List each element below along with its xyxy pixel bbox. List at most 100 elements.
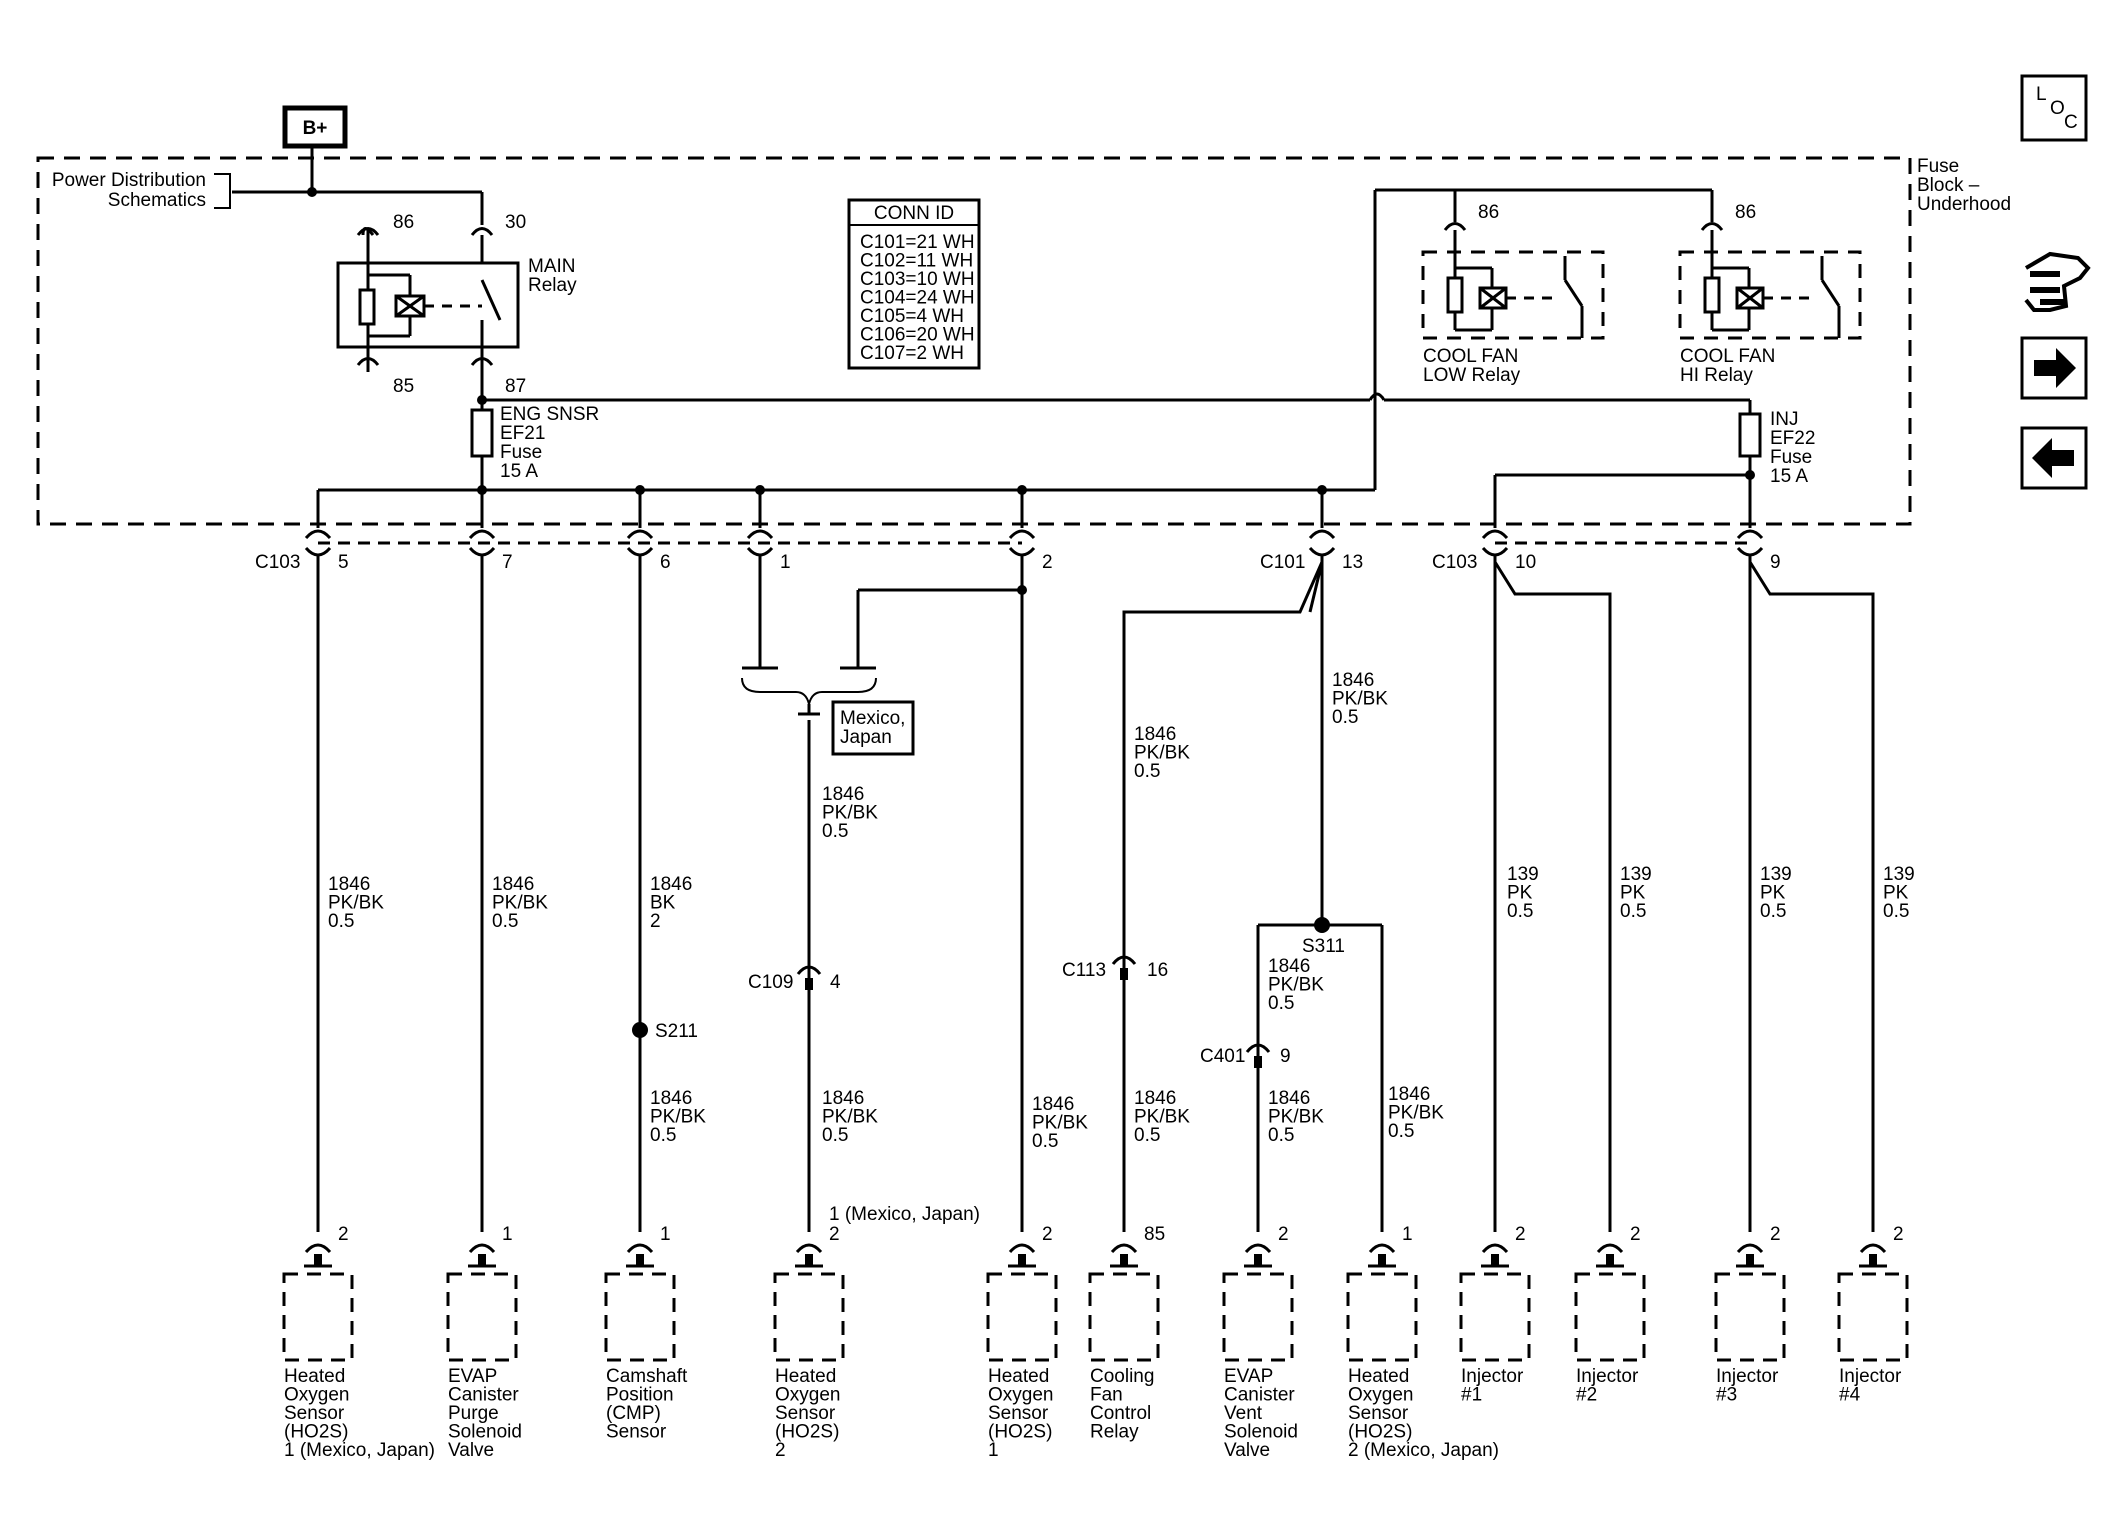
wire-label-line: 0.5 <box>328 911 354 932</box>
pds-label: Power Distribution <box>52 170 206 191</box>
wire-label-line: 0.5 <box>492 911 518 932</box>
main-relay: 86 30 85 87 MAIN Relay <box>336 192 577 400</box>
wire-label-line: PK/BK <box>1134 1107 1190 1128</box>
splice-s211 <box>632 1022 648 1038</box>
c103-left-label: C103 <box>255 552 300 573</box>
connector-pin: 1 <box>780 552 791 573</box>
component-label: (HO2S) <box>988 1422 1052 1443</box>
fuse-block-label: Fuse <box>1917 156 1959 177</box>
cool-fan-hi-name-2: HI Relay <box>1680 365 1753 386</box>
next-arrow-button[interactable] <box>2020 336 2088 400</box>
pds-label-2: Schematics <box>108 190 206 211</box>
component-body <box>282 1272 354 1362</box>
connector-view-icon[interactable] <box>2024 251 2091 312</box>
connector-terminal: 13 <box>1308 529 1363 573</box>
connector-terminal: 1 <box>746 529 791 573</box>
component-label: Purge <box>448 1403 499 1424</box>
wire-label-line: PK/BK <box>650 1107 706 1128</box>
component-label: 1 (Mexico, Japan) <box>284 1440 435 1461</box>
wire-label-line: PK/BK <box>1134 743 1190 764</box>
s211-label: S211 <box>655 1021 698 1042</box>
connector-pin: 5 <box>338 552 349 573</box>
wire-label-line: PK/BK <box>1388 1103 1444 1124</box>
c101-label: C101 <box>1260 552 1305 573</box>
component-body <box>1714 1272 1786 1362</box>
conn-id-row: C106=20 WH <box>860 325 975 346</box>
wire-label-line: PK <box>1620 883 1646 904</box>
component-label: #2 <box>1576 1385 1597 1406</box>
component-pin-alt: 1 (Mexico, Japan) <box>829 1204 980 1225</box>
c401-label: C401 <box>1200 1046 1245 1067</box>
component-label: Relay <box>1090 1422 1139 1443</box>
component-label: Valve <box>1224 1440 1270 1461</box>
wire-label-line: 0.5 <box>1507 901 1533 922</box>
wire-label-line: 1846 <box>650 874 692 895</box>
prev-arrow-button[interactable] <box>2020 426 2088 490</box>
wires <box>316 556 1875 1232</box>
component-body <box>986 1272 1058 1362</box>
wire-label-line: 1846 <box>492 874 534 895</box>
wire-label-line: 1846 <box>650 1088 692 1109</box>
component-pin: 2 <box>1770 1224 1781 1245</box>
fuse-block-label-2: Block – <box>1917 175 1980 196</box>
component-pin: 2 <box>829 1224 840 1245</box>
component-label: Cooling <box>1090 1366 1154 1387</box>
wire-label-line: 0.5 <box>1268 993 1294 1014</box>
connector-terminal: 9 <box>1736 529 1781 573</box>
loc-button[interactable]: L O C <box>2020 74 2088 142</box>
inline-connector <box>1111 955 1137 980</box>
c109-pin: 4 <box>830 972 841 993</box>
fuse-ef22: INJ EF22 Fuse 15 A <box>1493 400 1815 528</box>
component-label: Heated <box>775 1366 836 1387</box>
component-pin: 2 <box>338 1224 349 1245</box>
component-label: (CMP) <box>606 1403 661 1424</box>
component-label: Canister <box>448 1385 519 1406</box>
component-body <box>1574 1272 1646 1362</box>
conn-id-row: C105=4 WH <box>860 306 964 327</box>
wire-label-line: 1846 <box>1134 724 1176 745</box>
component-body <box>604 1272 676 1362</box>
component-label: (HO2S) <box>1348 1422 1412 1443</box>
cool-fan-low-name-2: LOW Relay <box>1423 365 1521 386</box>
component-body <box>1088 1272 1160 1362</box>
cool-fan-hi-pin: 86 <box>1735 202 1756 223</box>
wire-label-line: 1846 <box>1388 1084 1430 1105</box>
inline-connector <box>1245 1043 1271 1068</box>
component-label: EVAP <box>448 1366 497 1387</box>
battery-box: B+ <box>282 105 348 149</box>
conn-id-row: C102=11 WH <box>860 251 973 272</box>
cool-fan-low-name: COOL FAN <box>1423 346 1518 367</box>
connector-pin: 13 <box>1342 552 1363 573</box>
component-body <box>773 1272 845 1362</box>
wire-label-line: 0.5 <box>1388 1121 1414 1142</box>
component-body <box>1459 1272 1531 1362</box>
ef22-label-4: 15 A <box>1770 466 1808 487</box>
wire-label-line: 1846 <box>1032 1094 1074 1115</box>
conn-id-row: C101=21 WH <box>860 232 975 253</box>
connector-terminal: 10 <box>1481 529 1536 573</box>
wire-label-line: 0.5 <box>1883 901 1909 922</box>
option-box-label-2: Japan <box>840 727 892 748</box>
wire-label-line: 2 <box>650 911 661 932</box>
component-label: Vent <box>1224 1403 1263 1424</box>
wire-label-line: 1846 <box>1332 670 1374 691</box>
wire-label-line: 0.5 <box>650 1125 676 1146</box>
wire-label-line: PK/BK <box>1268 975 1324 996</box>
wire-label-line: PK <box>1883 883 1909 904</box>
component-label: (HO2S) <box>284 1422 348 1443</box>
component-label: Heated <box>988 1366 1049 1387</box>
ef22-label-3: Fuse <box>1770 447 1812 468</box>
component-label: Injector <box>1716 1366 1779 1387</box>
component-label: Injector <box>1576 1366 1639 1387</box>
